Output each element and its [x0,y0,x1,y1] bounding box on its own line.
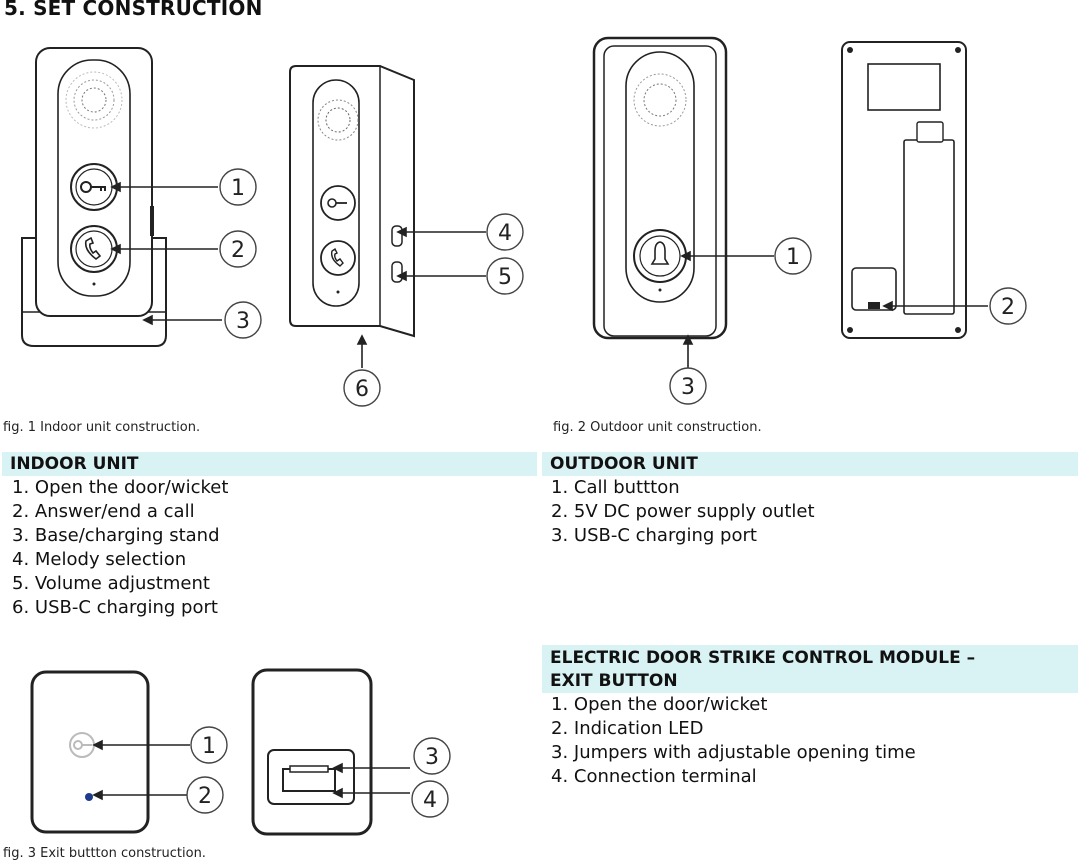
list-item: 2. 5V DC power supply outlet [551,501,815,522]
callout-1: 1 [202,734,216,759]
callout-5: 5 [498,265,512,290]
list-item: 2. Answer/end a call [12,501,195,522]
list-item: 4. Melody selection [12,549,187,570]
list-item: 4. Connection terminal [551,766,757,787]
callout-6: 6 [355,377,369,402]
list-item: 1. Open the door/wicket [551,694,768,715]
list-item: 1. Open the door/wicket [12,477,229,498]
indoor-unit-list: 1. Open the door/wicket 2. Answer/end a … [12,476,228,620]
callout-4: 4 [423,788,437,813]
exit-button-heading-line1: ELECTRIC DOOR STRIKE CONTROL MODULE – [550,648,976,668]
callout-3: 3 [236,309,250,334]
list-item: 3. USB-C charging port [551,525,757,546]
callout-1: 1 [231,176,245,201]
callout-1: 1 [786,245,800,270]
indoor-unit-heading: INDOOR UNIT [2,452,537,476]
callout-3: 3 [681,375,695,400]
callout-4: 4 [498,221,512,246]
callout-2: 2 [1001,295,1015,320]
list-item: 3. Base/charging stand [12,525,220,546]
exit-button-list: 1. Open the door/wicket 2. Indication LE… [551,693,916,789]
outdoor-unit-list: 1. Call buttton 2. 5V DC power supply ou… [551,476,815,548]
fig1-caption: fig. 1 Indoor unit construction. [3,420,201,435]
exit-button-heading: ELECTRIC DOOR STRIKE CONTROL MODULE – EX… [542,645,1078,693]
callout-2: 2 [231,238,245,263]
list-item: 2. Indication LED [551,718,704,739]
list-item: 3. Jumpers with adjustable opening time [551,742,916,763]
callout-3: 3 [425,745,439,770]
indoor-unit-illustration: 1 2 3 4 5 6 [21,47,524,407]
exit-button-heading-line2: EXIT BUTTON [550,671,678,691]
exit-button-illustration: 1 2 3 4 [30,668,451,836]
outdoor-unit-heading: OUTDOOR UNIT [542,452,1078,476]
section-title: 5. SET CONSTRUCTION [4,0,263,20]
list-item: 1. Call buttton [551,477,680,498]
fig3-caption: fig. 3 Exit buttton construction. [3,846,206,861]
list-item: 6. USB-C charging port [12,597,218,618]
list-item: 5. Volume adjustment [12,573,210,594]
fig2-caption: fig. 2 Outdoor unit construction. [553,420,762,435]
outdoor-unit-illustration: 1 2 3 [592,36,1027,405]
callout-2: 2 [198,784,212,809]
